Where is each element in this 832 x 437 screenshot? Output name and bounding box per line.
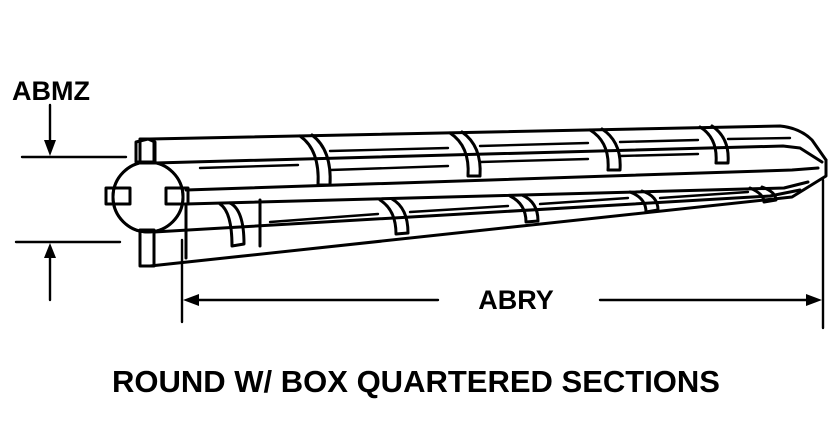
abry-left-arrowhead: [183, 294, 199, 306]
abry-label: ABRY: [478, 285, 554, 315]
abmz-lower-arrowhead: [44, 243, 56, 258]
abmz-label: ABMZ: [12, 76, 90, 106]
abry-right-arrowhead: [806, 294, 822, 306]
abmz-dimension: ABMZ: [12, 76, 128, 302]
rod-end-cross-section: [104, 137, 190, 268]
rod-top-inner-edge: [153, 144, 824, 165]
box-recess-lines: [198, 136, 792, 224]
quartered-rod: [104, 124, 828, 268]
rod-lower-edge: [152, 188, 802, 234]
abmz-upper-arrowhead: [44, 140, 56, 156]
rod-mid-lower-edge: [184, 180, 810, 206]
section-dividers: [184, 124, 778, 260]
abry-dimension: ABRY: [180, 178, 825, 330]
rod-bottom-edge: [148, 158, 828, 268]
rod-mid-edge: [184, 166, 820, 192]
diagram-caption: ROUND W/ BOX QUARTERED SECTIONS: [112, 364, 720, 399]
rod-top-edge: [148, 124, 828, 162]
